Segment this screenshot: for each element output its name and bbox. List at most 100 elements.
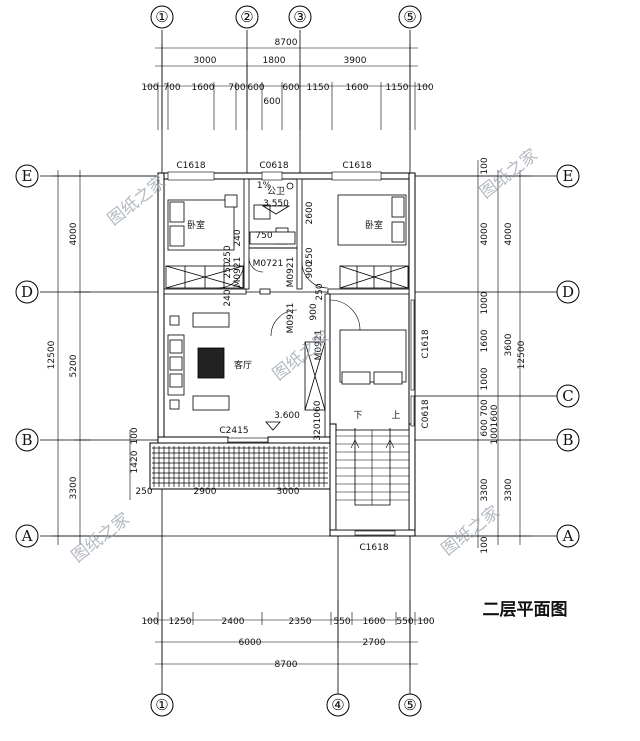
small-dim-3: 240 xyxy=(223,289,233,306)
left-dimensions xyxy=(52,170,162,545)
window-c0618: C0618 xyxy=(259,161,288,171)
axis-b-left: B xyxy=(21,431,32,449)
room-bedroom-right: 卧室 xyxy=(365,219,383,231)
door-m0921-a: M0921 xyxy=(233,257,243,288)
title-block: 二层平面图 xyxy=(483,600,568,620)
small-dim-6: 250 xyxy=(315,283,325,300)
sofa-top xyxy=(192,312,230,328)
dim-right-bay-3: 3300 xyxy=(504,478,514,501)
small-dim-5: 250 xyxy=(305,247,315,264)
doors xyxy=(217,257,361,337)
window-c1618-right: C1618 xyxy=(342,161,371,171)
axis-3-top: ③ xyxy=(293,8,306,26)
dim-right-d10: 100 xyxy=(480,536,490,553)
dim-top-d7: 1600 xyxy=(346,83,369,93)
dim-left-small-3: 250 xyxy=(135,487,152,497)
dim-top-d3: 700 xyxy=(228,83,245,93)
furniture xyxy=(165,182,409,411)
axis-b-right: B xyxy=(562,431,573,449)
bottom-dimension-text: 100 1250 2400 2350 550 1600 550 100 6000… xyxy=(141,617,434,670)
small-dim-8: 1060 xyxy=(313,400,323,423)
washbasin xyxy=(253,204,271,220)
dim-left-bay-2: 5200 xyxy=(69,354,79,377)
small-dim-13: 3000 xyxy=(277,487,300,497)
walls xyxy=(157,171,416,537)
staircase xyxy=(335,428,410,531)
axis-d-left: D xyxy=(21,283,33,301)
room-living: 客厅 xyxy=(234,359,252,371)
dim-bot-bay-1: 6000 xyxy=(239,638,262,648)
dim-bot-d1: 1250 xyxy=(169,617,192,627)
window-c1618-left: C1618 xyxy=(176,161,205,171)
watermark-4: 图纸之家 xyxy=(68,509,134,567)
stair-up-label: 上 xyxy=(391,410,400,421)
axis-c-right: C xyxy=(562,387,573,405)
axis-e-right: E xyxy=(563,167,574,185)
dim-top-bay-1: 3000 xyxy=(194,56,217,66)
dim-right-bay-1: 4000 xyxy=(504,222,514,245)
dim-right-d9: 3300 xyxy=(480,478,490,501)
dim-top-d5: 600 xyxy=(282,83,299,93)
dim-left-small-1: 100 xyxy=(130,427,140,444)
small-dim-11: 2600 xyxy=(305,201,315,224)
door-m0921-d: M0921 xyxy=(314,330,324,361)
dim-bot-d0: 100 xyxy=(141,617,158,627)
bottom-dimensions xyxy=(145,600,430,668)
dim-bot-bay-2: 2700 xyxy=(363,638,386,648)
small-dim-12: 2900 xyxy=(194,487,217,497)
dim-right-total: 12500 xyxy=(517,340,527,369)
small-dim-0: 240 xyxy=(233,229,243,246)
window-c2415: C2415 xyxy=(219,426,248,436)
dim-right-d0: 100 xyxy=(480,157,490,174)
dim-top-d2: 1600 xyxy=(192,83,215,93)
dim-top-d0: 100 xyxy=(141,83,158,93)
dim-bot-total: 8700 xyxy=(275,660,298,670)
axis-1-top: ① xyxy=(155,8,168,26)
dim-bot-d2: 2400 xyxy=(222,617,245,627)
bath-cabinet xyxy=(249,231,296,245)
dim-right-d6: 600 xyxy=(480,419,490,436)
small-dim-2: 250 xyxy=(223,245,233,262)
level-floor: 3.600 xyxy=(274,411,300,421)
window-c1618-bottom: C1618 xyxy=(359,543,388,553)
dim-right-d2: 1000 xyxy=(480,291,490,314)
top-dimension-text: 8700 3000 1800 3900 100 700 1600 700 600… xyxy=(141,38,433,107)
coffee-table xyxy=(197,347,225,379)
balcony xyxy=(149,442,331,490)
axis-bubbles-top: ① ② ③ ⑤ xyxy=(150,5,422,29)
small-dim-7: 900 xyxy=(309,303,319,320)
sofa-bottom xyxy=(192,395,230,411)
dim-left-total: 12500 xyxy=(47,340,57,369)
axis-bubbles-right: E D C B A xyxy=(556,164,580,548)
small-dim-9: 320 xyxy=(313,423,323,440)
axis-bubbles-left: E D B A xyxy=(15,164,39,548)
stair-down-label: 下 xyxy=(353,411,362,421)
drawing-title: 二层平面图 xyxy=(483,600,568,620)
window-c1618-east: C1618 xyxy=(421,329,431,358)
dim-top-bay-3: 3900 xyxy=(344,56,367,66)
door-m0721: M0721 xyxy=(253,259,284,269)
right-dimensions xyxy=(410,160,530,548)
level-bath: 3.550 xyxy=(263,199,289,209)
labels: 卧室 卧室 客厅 公卫 下 上 C1618 C0618 C1618 C1618 … xyxy=(176,161,431,553)
axis-a-right: A xyxy=(562,527,574,545)
window-c0618-east: C0618 xyxy=(421,399,431,428)
small-dim-14: 750 xyxy=(255,231,272,241)
dim-right-bay-2: 3600 xyxy=(504,333,514,356)
right-dimension-text: 12500 4000 3600 3300 100 4000 1000 1600 … xyxy=(480,157,527,553)
dim-left-small-2: 1420 xyxy=(130,450,140,473)
axis-5-bottom: ⑤ xyxy=(403,696,416,714)
level-slope: 1% xyxy=(257,181,272,191)
dim-bot-d4: 550 xyxy=(333,617,350,627)
top-dimensions xyxy=(145,44,430,130)
small-dim-4: 900 xyxy=(305,261,315,278)
dim-right-d7: 1600 xyxy=(490,404,500,427)
dim-right-d1: 4000 xyxy=(480,222,490,245)
dim-left-bay-1: 4000 xyxy=(69,222,79,245)
room-bedroom-left: 卧室 xyxy=(187,219,205,231)
dim-right-d8: 100 xyxy=(490,427,500,444)
dim-top-total: 8700 xyxy=(275,38,298,48)
dim-top-d1: 700 xyxy=(163,83,180,93)
door-m0921-c: M0921 xyxy=(286,303,296,334)
